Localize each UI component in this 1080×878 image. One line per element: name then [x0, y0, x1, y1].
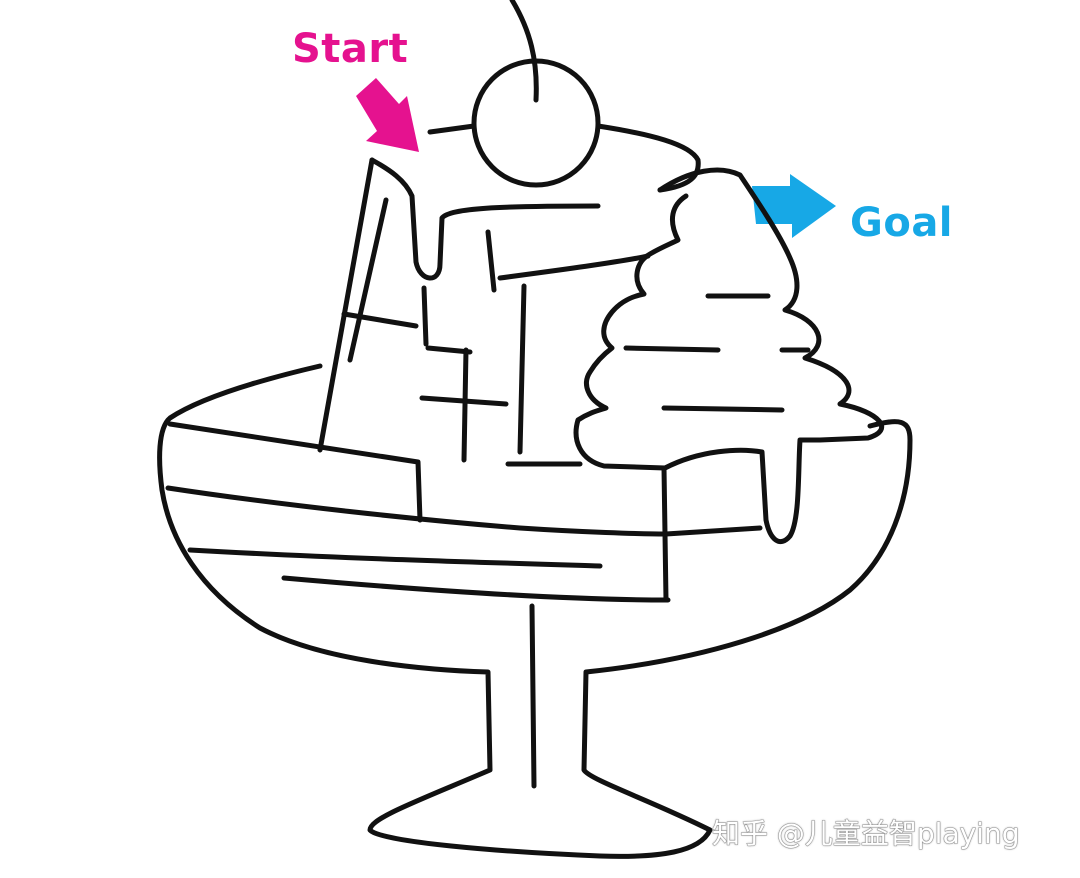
watermark: 知乎 @儿童益智playing	[711, 817, 1020, 851]
pudding-vertical-c	[461, 347, 469, 463]
pudding-outline-left	[427, 123, 477, 135]
goal-arrow-icon	[752, 174, 836, 238]
goal-label: Goal	[850, 200, 954, 246]
pudding-drip-edge	[369, 157, 601, 281]
pudding-inner-left	[347, 197, 389, 363]
pudding-ledge-1	[341, 311, 419, 329]
pudding-inner-mid	[421, 285, 429, 347]
bowl-band-middle	[187, 547, 603, 569]
start-label: Start	[292, 26, 409, 72]
bowl-band-right	[663, 525, 763, 537]
bowl-rim-inner	[167, 421, 423, 523]
swirl-ring-4	[661, 405, 785, 413]
pudding-ledge-2	[497, 253, 651, 281]
bowl-band-lower	[281, 575, 671, 603]
pudding-left-side	[317, 157, 375, 453]
cherry-stem	[509, 0, 539, 103]
pudding-ledge-4	[425, 345, 473, 355]
start-arrow-icon	[356, 78, 419, 152]
pudding-vertical-a	[485, 229, 497, 293]
pudding-vertical-b	[517, 283, 527, 455]
pudding-top-right	[595, 123, 701, 193]
bowl-rim-outline	[157, 363, 913, 859]
bowl-stem-line	[529, 603, 537, 789]
bowl-band-top	[165, 485, 669, 537]
soft-serve-outline	[573, 167, 884, 544]
swirl-ring-2	[623, 345, 721, 353]
cherry	[471, 58, 601, 188]
